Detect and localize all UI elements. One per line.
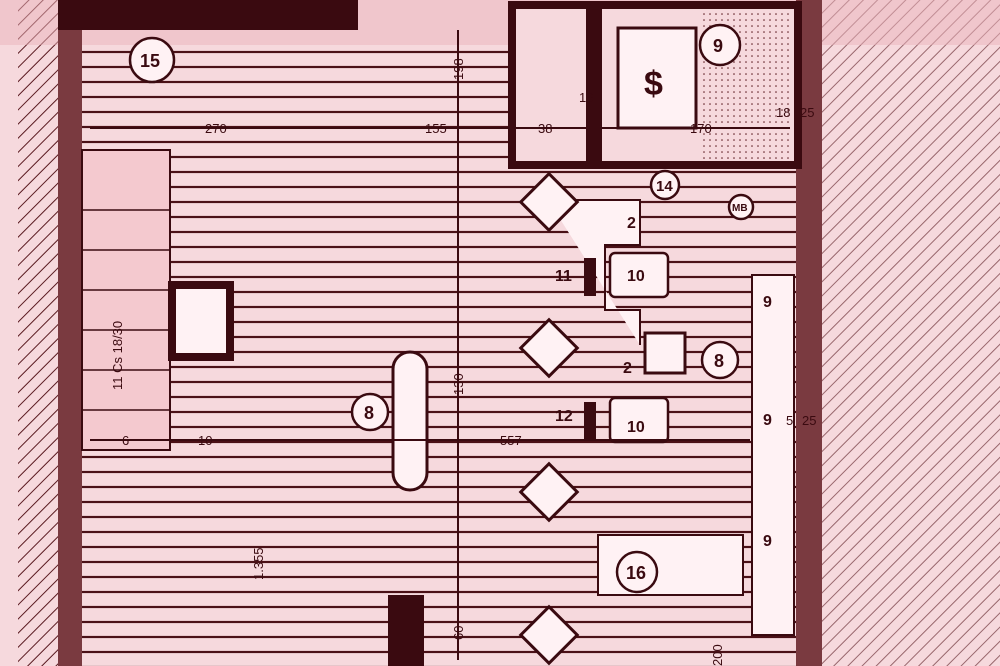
wall-left xyxy=(58,0,82,666)
cabinets xyxy=(751,274,795,636)
dim-6: 6 xyxy=(122,433,129,448)
meter-box-label: MB xyxy=(732,203,748,214)
dim-170: 170 xyxy=(690,121,712,136)
dim-1355: 1.355 xyxy=(251,547,266,580)
dim-130: 130 xyxy=(451,373,466,395)
dim-155: 155 xyxy=(425,121,447,136)
exterior-hatch-right xyxy=(822,0,1000,666)
cabinet-a-label: 9 xyxy=(763,294,772,311)
table-a xyxy=(608,251,670,299)
room-8-left-label: 8 xyxy=(364,403,374,423)
desk-top-label: 2 xyxy=(627,215,636,232)
table-b-label: 10 xyxy=(627,419,645,436)
safe xyxy=(616,26,698,130)
dim-38: 38 xyxy=(538,121,552,136)
closet-left xyxy=(508,1,594,169)
dim-10: 10 xyxy=(198,433,212,448)
fireplace xyxy=(168,281,234,361)
stairs-label: 11 Cs 18/30 xyxy=(110,321,125,390)
table-b xyxy=(608,396,670,444)
dim-5: 5 xyxy=(786,413,793,428)
dim-25-mid: 25 xyxy=(802,413,816,428)
dim-200: 200 xyxy=(710,644,725,666)
exterior-hatch-left xyxy=(18,0,58,666)
dim-25-top: 25 xyxy=(800,105,814,120)
wall-top xyxy=(58,0,358,30)
dim-16: 16 xyxy=(579,90,593,105)
chair-11-label: 11 xyxy=(555,268,572,285)
room-9-label: 9 xyxy=(713,36,723,56)
island xyxy=(391,350,429,492)
dim-198: 198 xyxy=(451,58,466,80)
cabinet-c-label: 9 xyxy=(763,533,772,550)
desk-mid-label: 2 xyxy=(623,360,632,377)
dim-60: 60 xyxy=(451,626,466,640)
chair-12-label: 12 xyxy=(555,408,573,425)
room-14-label: 14 xyxy=(656,178,673,195)
column xyxy=(388,595,424,666)
stairs xyxy=(81,149,171,451)
safe-symbol: $ xyxy=(644,65,663,103)
dim-18: 18 xyxy=(776,105,790,120)
room-15-label: 15 xyxy=(140,51,160,71)
room-16-label: 16 xyxy=(626,563,646,583)
dim-270: 270 xyxy=(205,121,227,136)
room-8-right-label: 8 xyxy=(714,351,724,371)
cabinet-b-label: 9 xyxy=(763,412,772,429)
table-a-label: 10 xyxy=(627,268,645,285)
dim-557: 557 xyxy=(500,433,522,448)
